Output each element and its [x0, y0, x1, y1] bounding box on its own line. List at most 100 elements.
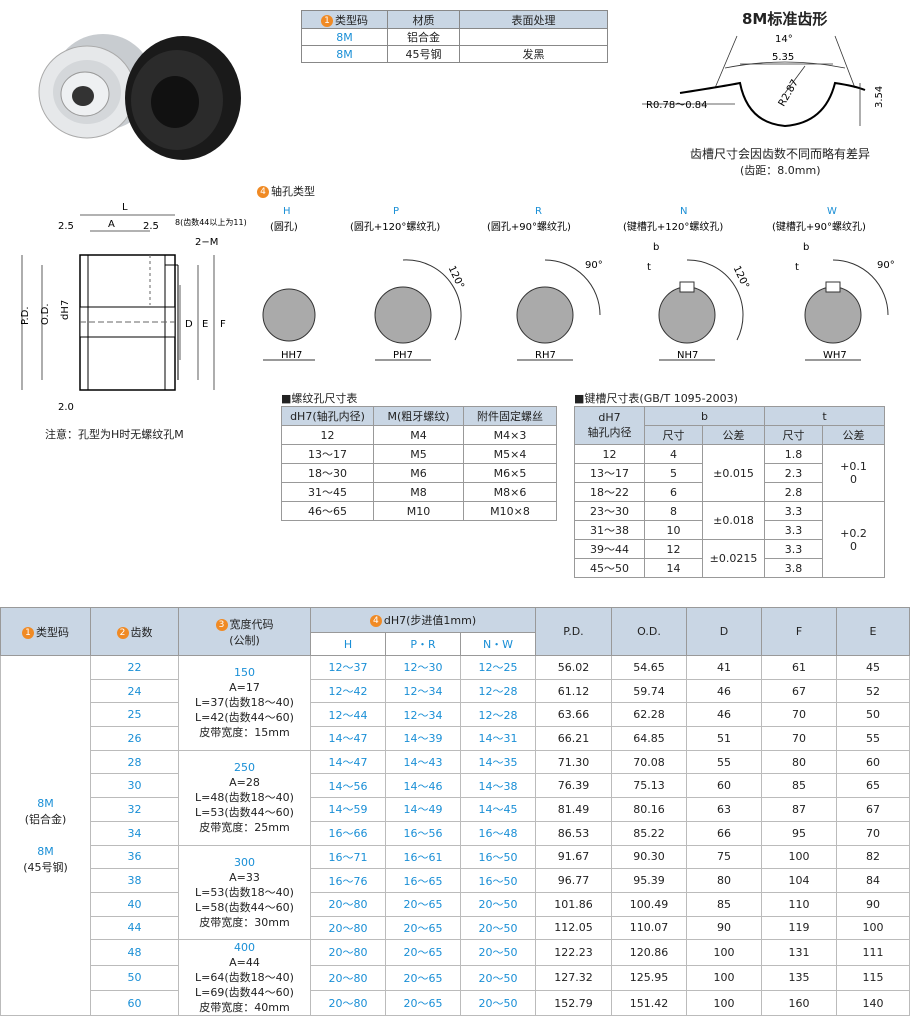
svg-text:90°: 90° — [585, 260, 603, 271]
kt-c: 14 — [644, 558, 703, 578]
key-table-title: ■键槽尺寸表(GB/T 1095-2003) — [574, 392, 738, 405]
spec-teeth: 26 — [90, 726, 179, 751]
kt-c: 5 — [644, 463, 703, 483]
spec-cell: 101.86 — [535, 891, 612, 917]
bore-type-R: R (圆孔+90°螺纹孔) 90° RH7 — [487, 206, 603, 361]
spec-h-od: O.D. — [611, 607, 687, 656]
svg-text:120°: 120° — [731, 264, 751, 290]
spec-cell: 14～49 — [385, 797, 461, 822]
spec-teeth: 44 — [90, 915, 179, 941]
spec-cell: 14～47 — [310, 749, 386, 775]
spec-cell: 20～50 — [460, 989, 536, 1016]
mt-cell: 8M — [301, 28, 388, 46]
spec-cell: 76.39 — [535, 773, 612, 799]
st-c: 13～17 — [281, 444, 374, 464]
spec-cell: 16～66 — [310, 820, 386, 846]
spec-cell: 50 — [836, 702, 910, 728]
kt-c: 2.3 — [764, 463, 823, 483]
spec-cell: 54.65 — [611, 655, 687, 680]
spec-cell: 96.77 — [535, 868, 612, 893]
tooth-angle-label: 14° — [775, 34, 793, 45]
spec-cell: 20～65 — [385, 939, 461, 966]
spec-teeth: 40 — [90, 891, 179, 917]
tooth-profile-title: 8M标准齿形 — [742, 10, 828, 28]
kt-c: 4 — [644, 444, 703, 464]
spec-cell: 70 — [836, 820, 910, 846]
spec-cell: 20～80 — [310, 939, 386, 966]
kt-c: ±0.018 — [702, 501, 765, 540]
kt-h: 公差 — [822, 425, 885, 445]
spec-cell: 95 — [761, 820, 837, 846]
spec-cell: 100 — [686, 989, 762, 1016]
spec-cell: 14～47 — [310, 726, 386, 751]
spec-cell: 20～80 — [310, 989, 386, 1016]
spec-cell: 16～56 — [385, 820, 461, 846]
spec-cell: 41 — [686, 655, 762, 680]
spec-cell: 16～65 — [385, 868, 461, 893]
svg-text:(圆孔+90°螺纹孔): (圆孔+90°螺纹孔) — [487, 220, 571, 233]
spec-cell: 16～61 — [385, 844, 461, 870]
spec-cell: 120.86 — [611, 939, 687, 966]
spec-cell: 56.02 — [535, 655, 612, 680]
spec-cell: 60 — [836, 749, 910, 775]
st-c: M6×5 — [463, 463, 557, 483]
spec-cell: 131 — [761, 939, 837, 966]
screw-table-title: ■螺纹孔尺寸表 — [281, 392, 358, 405]
spec-cell: 20～80 — [310, 915, 386, 941]
dim-dH7: dH7 — [60, 300, 71, 320]
mt-header-material: 材质 — [387, 10, 460, 29]
spec-cell: 16～50 — [460, 868, 536, 893]
dim-OD: O.D. — [40, 303, 51, 325]
st-h: 附件固定螺丝 — [463, 406, 557, 426]
spec-cell: 14～46 — [385, 773, 461, 799]
spec-cell: 112.05 — [535, 915, 612, 941]
spec-teeth: 25 — [90, 702, 179, 728]
mt-cell: 铝合金 — [387, 28, 460, 46]
kt-c: ±0.015 — [702, 444, 765, 502]
st-c: M10×8 — [463, 501, 557, 521]
spec-cell: 70 — [761, 726, 837, 751]
aluminum-pulley-image — [38, 34, 153, 139]
spec-teeth: 30 — [90, 773, 179, 799]
spec-cell: 81.49 — [535, 797, 612, 822]
spec-teeth: 24 — [90, 678, 179, 704]
spec-cell: 52 — [836, 678, 910, 704]
kt-c: 39～44 — [574, 539, 645, 559]
spec-cell: 12～30 — [385, 655, 461, 680]
st-c: M4 — [373, 425, 464, 445]
spec-teeth: 32 — [90, 797, 179, 822]
svg-text:(圆孔+120°螺纹孔): (圆孔+120°螺纹孔) — [350, 220, 440, 233]
spec-cell: 14～39 — [385, 726, 461, 751]
spec-h-PR: P・R — [385, 632, 461, 656]
bore-type-W: W (键槽孔+90°螺纹孔) b t 90° WH7 — [772, 206, 895, 361]
spec-type-cell: 8M(铝合金)8M(45号钢) — [0, 654, 91, 1016]
kt-c: 10 — [644, 520, 703, 540]
svg-text:RH7: RH7 — [535, 350, 556, 361]
spec-cell: 12～44 — [310, 702, 386, 728]
pulley-dimension-drawing: L A 2.5 2.5 8(齿数44以上为11) 2−M P.D. O.D. d… — [20, 202, 247, 413]
kt-c: 23～30 — [574, 501, 645, 521]
spec-cell: 80.16 — [611, 797, 687, 822]
spec-cell: 84 — [836, 868, 910, 893]
tooth-width-label: 5.35 — [772, 52, 794, 63]
steel-pulley-image — [125, 36, 241, 160]
spec-cell: 20～65 — [385, 964, 461, 991]
svg-text:H: H — [283, 206, 291, 217]
spec-cell: 85 — [686, 891, 762, 917]
spec-h-NW: N・W — [460, 632, 536, 656]
spec-cell: 100 — [761, 844, 837, 870]
kt-c: +0.1 0 — [822, 444, 885, 502]
kt-h: b — [644, 406, 765, 426]
bore-type-P: P (圆孔+120°螺纹孔) 120° PH7 — [350, 206, 466, 361]
spec-cell: 90.30 — [611, 844, 687, 870]
spec-cell: 100 — [686, 964, 762, 991]
bore-types-diagram: H (圆孔) HH7 P (圆孔+120°螺纹孔) 120° PH7 R (圆孔… — [262, 206, 895, 361]
